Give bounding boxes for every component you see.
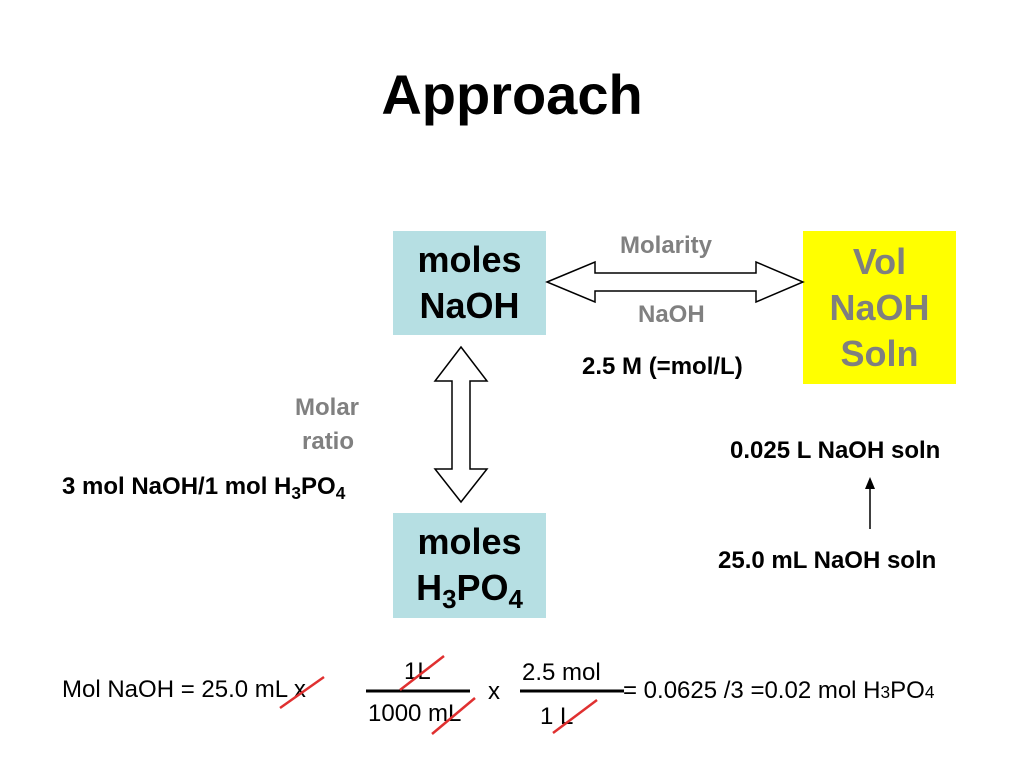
- molarity-label: Molarity: [620, 232, 713, 259]
- fraction1-numerator: 1L: [404, 658, 431, 685]
- vol-box-line2: NaOH: [829, 287, 930, 328]
- conversion-arrow-head: [865, 477, 875, 489]
- vol-naoh-soln-box: Vol NaOH Soln: [803, 231, 956, 384]
- molar-label: Molar: [295, 394, 360, 421]
- moles-naoh-line1: moles: [417, 239, 522, 280]
- ratio-sub4: 4: [335, 483, 346, 504]
- moles-h3po4-box: moles H3PO4: [393, 513, 546, 618]
- molarity-double-arrow: [545, 260, 805, 304]
- result-sub4: 4: [924, 682, 935, 702]
- fraction2-denominator: 1 L: [540, 703, 574, 730]
- vol-ml-label: 25.0 mL NaOH soln: [718, 547, 937, 574]
- equation-result: = 0.0625 /3 =0.02 mol H3PO4: [623, 677, 934, 705]
- moles-naoh-line2: NaOH: [419, 285, 520, 326]
- concentration-label: 2.5 M (=mol/L): [582, 353, 743, 380]
- h3po4-po: PO: [456, 567, 509, 608]
- naoh-label: NaOH: [638, 301, 705, 328]
- moles-h3po4-line1: moles: [417, 521, 522, 562]
- slide-title: Approach: [381, 63, 643, 126]
- h3po4-h: H: [416, 567, 443, 608]
- times-sign: x: [488, 678, 500, 705]
- ratio-label: ratio: [302, 428, 355, 455]
- ratio-text-a: 3 mol NaOH/1 mol H: [62, 473, 292, 500]
- vol-liters-label: 0.025 L NaOH soln: [730, 437, 941, 464]
- result-sub3: 3: [880, 682, 891, 702]
- molar-ratio-double-arrow: [433, 345, 489, 504]
- h3po4-sub3: 3: [442, 585, 457, 614]
- equation-lhs: Mol NaOH = 25.0 mL x: [62, 676, 306, 703]
- fraction2-numerator: 2.5 mol: [522, 659, 601, 686]
- result-text-a: = 0.0625 /3 =0.02 mol H: [623, 677, 881, 704]
- cancel-mark-ml-1: [279, 675, 325, 710]
- ratio-sub3: 3: [291, 483, 301, 504]
- vol-box-line1: Vol: [852, 241, 907, 282]
- moles-h3po4-line2: H3PO4: [393, 565, 546, 614]
- cancel-mark-ml-2: [431, 697, 476, 735]
- vol-box-line3: Soln: [840, 333, 919, 374]
- h3po4-sub4: 4: [508, 585, 523, 614]
- cancel-mark-l-1: [399, 655, 445, 691]
- ratio-text-po: PO: [301, 473, 336, 500]
- cancel-mark-l-2: [552, 699, 598, 734]
- result-text-po: PO: [890, 677, 925, 704]
- moles-naoh-box: moles NaOH: [393, 231, 546, 335]
- ratio-value-label: 3 mol NaOH/1 mol H3PO4: [62, 473, 346, 504]
